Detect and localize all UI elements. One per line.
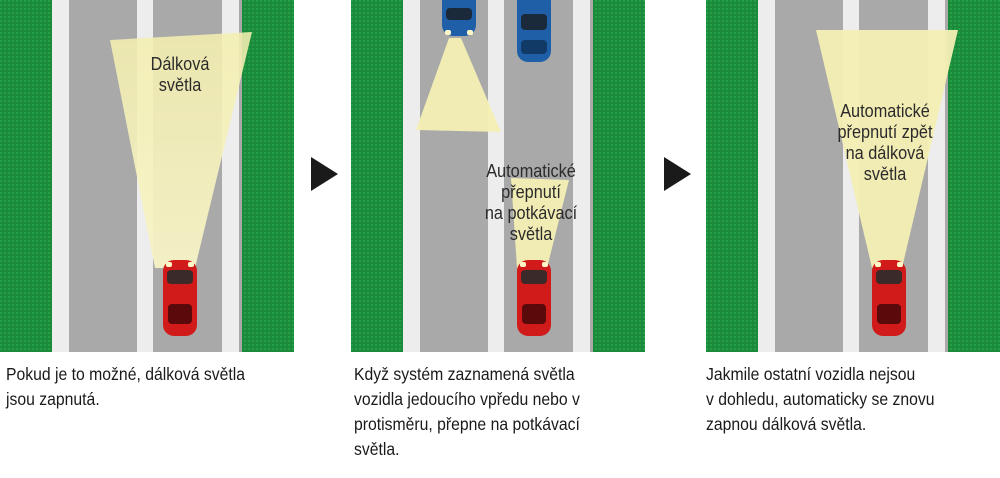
caption-high-beam-restored: Jakmile ostatní vozidla nejsou v dohledu… — [706, 364, 935, 434]
scene-high-beam — [0, 0, 294, 352]
arrow-right-icon — [664, 157, 691, 191]
scene-low-beam — [351, 0, 645, 352]
caption-high-beam: Pokud je to možné, dálková světla jsou z… — [6, 364, 246, 409]
lane-stripe — [488, 0, 504, 352]
grass-right — [242, 0, 294, 352]
car-icon — [517, 0, 551, 62]
beam-label: Automatické přepnutí na potkávací světla — [484, 160, 578, 244]
grass-left — [351, 0, 403, 352]
grass-left — [706, 0, 758, 352]
car-icon — [163, 260, 197, 336]
grass-left — [0, 0, 52, 352]
beam-label: Automatické přepnutí zpět na dálková svě… — [837, 100, 933, 184]
grass-right — [948, 0, 1000, 352]
grass-right — [593, 0, 645, 352]
scene-high-beam-restored — [706, 0, 1000, 352]
arrow-right-icon — [311, 157, 338, 191]
car-icon — [872, 260, 906, 336]
low-beam-cone — [511, 178, 569, 268]
high-beam-cone — [816, 30, 958, 268]
panel-high-beam — [0, 0, 294, 352]
car-icon — [442, 0, 476, 36]
lane-stripe — [758, 0, 775, 352]
caption-low-beam: Když systém zaznamená světla vozidla jed… — [354, 364, 580, 459]
panel-low-beam — [351, 0, 645, 352]
panel-high-beam-restored — [706, 0, 1000, 352]
lane-stripe — [573, 0, 590, 352]
beam-label: Dálková světla — [150, 53, 210, 95]
oncoming-beam-cone — [416, 38, 501, 132]
lane-stripe — [403, 0, 420, 352]
high-beam-cone — [110, 32, 252, 268]
lane-stripe — [52, 0, 69, 352]
car-icon — [517, 260, 551, 336]
